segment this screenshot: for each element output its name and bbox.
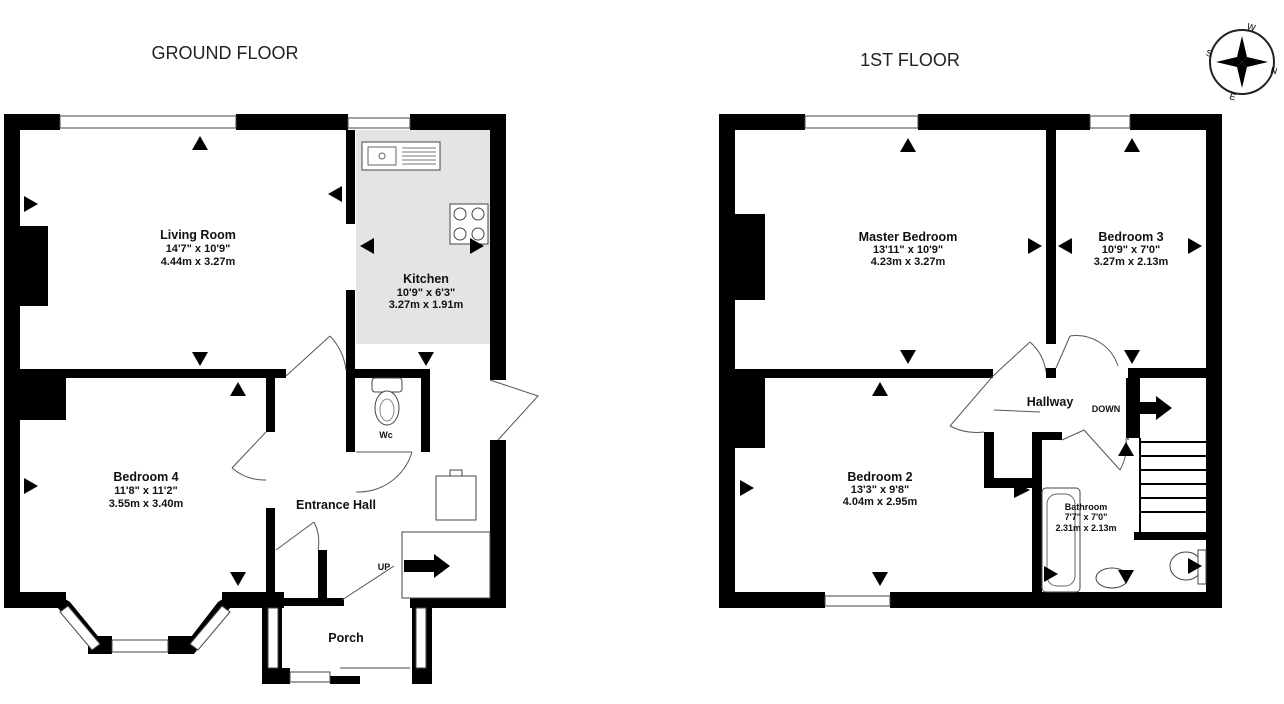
toilet-icon	[371, 377, 403, 426]
compass-s: S	[1205, 48, 1213, 59]
room-label-bedroom-2: Bedroom 2	[847, 470, 912, 484]
room-label-hallway: Hallway	[1027, 395, 1074, 409]
ground-arrows	[24, 136, 484, 586]
compass-n: N	[1269, 65, 1278, 76]
room-label-kitchen: Kitchen	[403, 272, 449, 286]
bathtub-icon	[1041, 487, 1081, 593]
ground-doors	[231, 335, 539, 601]
stairs-up-label: UP	[378, 562, 391, 572]
compass-e: E	[1228, 91, 1236, 102]
hob-icon	[449, 203, 489, 245]
staircase	[1127, 378, 1206, 532]
svg-text:4.44m x 3.27m: 4.44m x 3.27m	[161, 256, 236, 268]
first-floor-title: 1ST FLOOR	[860, 50, 960, 70]
first-arrows	[740, 138, 1202, 586]
svg-text:3.27m x 1.91m: 3.27m x 1.91m	[389, 299, 464, 311]
first-windows	[804, 115, 1131, 607]
svg-text:2.31m x 2.13m: 2.31m x 2.13m	[1055, 523, 1116, 533]
svg-text:13'3" x 9'8": 13'3" x 9'8"	[851, 484, 909, 496]
room-label-porch: Porch	[328, 631, 363, 645]
room-label-bedroom-3: Bedroom 3	[1098, 230, 1163, 244]
bay-window	[54, 592, 234, 654]
ground-walls	[4, 114, 506, 684]
svg-text:3.55m x 3.40m: 3.55m x 3.40m	[109, 498, 184, 510]
svg-text:10'9" x 7'0": 10'9" x 7'0"	[1102, 244, 1160, 256]
room-label-bathroom: Bathroom	[1065, 502, 1108, 512]
stair-box	[401, 531, 491, 599]
first-labels: Master Bedroom 13'11" x 10'9" 4.23m x 3.…	[843, 230, 1169, 533]
room-label-master-bedroom: Master Bedroom	[859, 230, 958, 244]
compass-icon: W N E S	[1205, 21, 1278, 102]
room-label-living-room: Living Room	[160, 228, 236, 242]
svg-text:7'7" x 7'0": 7'7" x 7'0"	[1065, 512, 1108, 522]
first-walls	[719, 114, 1222, 608]
room-label-entrance-hall: Entrance Hall	[296, 498, 376, 512]
room-label-wc: Wc	[379, 430, 393, 440]
svg-text:10'9" x 6'3": 10'9" x 6'3"	[397, 287, 455, 299]
svg-text:3.27m x 2.13m: 3.27m x 2.13m	[1094, 256, 1169, 268]
svg-text:4.23m x 3.27m: 4.23m x 3.27m	[871, 256, 946, 268]
ground-floor-title: GROUND FLOOR	[151, 43, 298, 63]
ground-labels: Living Room 14'7" x 10'9" 4.44m x 3.27m …	[109, 228, 464, 645]
svg-text:13'11" x 10'9": 13'11" x 10'9"	[873, 244, 943, 256]
svg-text:11'8" x 11'2": 11'8" x 11'2"	[114, 485, 177, 497]
first-floor: 1ST FLOOR	[719, 50, 1222, 608]
room-label-bedroom-4: Bedroom 4	[113, 470, 178, 484]
svg-text:4.04m x 2.95m: 4.04m x 2.95m	[843, 496, 918, 508]
ground-windows	[59, 115, 427, 683]
compass-w: W	[1246, 21, 1257, 33]
boiler-icon	[435, 475, 477, 521]
stairs-down-label: DOWN	[1092, 404, 1121, 414]
svg-text:14'7" x 10'9": 14'7" x 10'9"	[166, 243, 231, 255]
ground-floor: GROUND FLOOR	[4, 43, 539, 684]
kitchen-fixtures	[361, 141, 491, 599]
